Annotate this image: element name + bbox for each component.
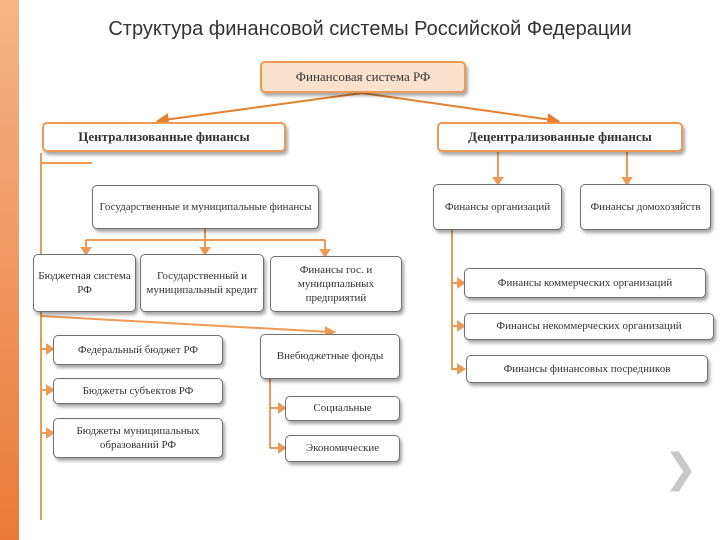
economic-funds-box: Экономические [285, 435, 400, 462]
municipal-budgets-box: Бюджеты муниципальных образований РФ [53, 418, 223, 458]
slide-title: Структура финансовой системы Российской … [108, 18, 632, 40]
federal-budget-box: Федеральный бюджет РФ [53, 335, 223, 365]
commercial-orgs-box: Финансы коммерческих организаций [464, 268, 706, 298]
root-box: Финансовая система РФ [260, 61, 466, 93]
social-funds-box: Социальные [285, 396, 400, 421]
centralized-box: Централизованные финансы [42, 122, 286, 152]
state-credit-box: Государственный и муниципальный кредит [140, 254, 264, 312]
decentralized-box: Децентрализованные финансы [437, 122, 683, 152]
households-finance-box: Финансы домохозяйств [580, 184, 711, 230]
accent-sidebar [0, 0, 19, 540]
organizations-finance-box: Финансы организаций [433, 184, 562, 230]
budget-system-box: Бюджетная система РФ [33, 254, 136, 312]
extrabudgetary-funds-box: Внебюджетные фонды [260, 334, 400, 379]
state-municipal-finance-box: Государственные и муниципальные финансы [92, 185, 319, 229]
chevron-right-icon[interactable]: ❯ [664, 446, 698, 492]
noncommercial-orgs-box: Финансы некоммерческих организаций [464, 313, 714, 340]
financial-intermediaries-box: Финансы финансовых посредников [466, 355, 708, 383]
subject-budgets-box: Бюджеты субъектов РФ [53, 378, 223, 404]
state-enterprises-box: Финансы гос. и муниципальных предприятий [270, 256, 402, 312]
